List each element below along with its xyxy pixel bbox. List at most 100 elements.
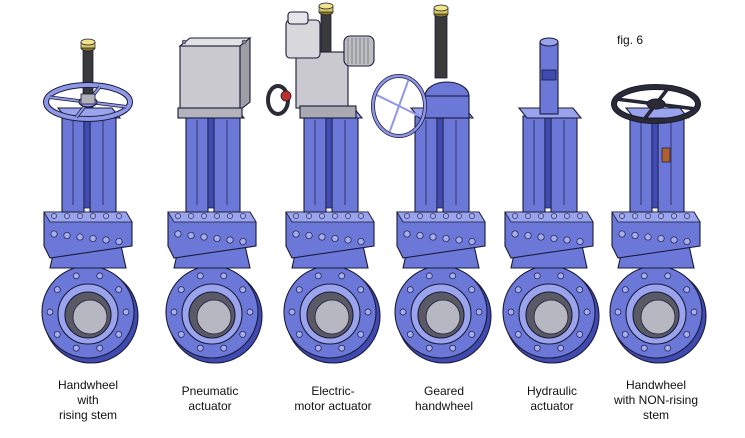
flange-bolt: [507, 308, 515, 316]
position-indicator: [661, 147, 671, 163]
bonnet-bolt: [226, 236, 234, 244]
yoke-gap: [544, 117, 552, 209]
flange-bolt: [196, 344, 204, 352]
bonnet-bolt-top: [51, 213, 57, 219]
bonnet-bolt: [115, 237, 123, 246]
caption-handwheel-rising: Handwheel with rising stem: [57, 378, 119, 422]
yoke-gap: [651, 117, 659, 209]
bonnet-bolt: [644, 233, 652, 241]
yoke-gap: [207, 117, 215, 209]
bonnet-bolt: [455, 236, 463, 244]
handwheel-rim-fill: [44, 83, 132, 121]
stem-nut: [80, 93, 96, 105]
valve-hydraulic: [502, 37, 600, 364]
cylinder-side: [239, 36, 251, 112]
hydraulic-cylinder-top: [539, 37, 559, 47]
bonnet-bolt-top: [525, 213, 531, 219]
stem-cap-top: [80, 38, 96, 46]
flange-bolt: [576, 330, 584, 338]
flange-bolt: [557, 272, 565, 280]
bonnet-bolt-top: [645, 213, 651, 219]
flange-bolt: [239, 330, 247, 338]
bonnet-bolt: [631, 231, 639, 240]
flange-bolt: [576, 286, 584, 294]
bonnet-bolt: [187, 231, 195, 240]
flange-bolt: [177, 286, 185, 294]
flange-bolt: [220, 272, 228, 280]
valve-electric: [266, 2, 381, 364]
bonnet-bolt: [63, 231, 71, 240]
flange-bolt: [583, 308, 591, 316]
flange-bolt: [96, 344, 104, 352]
flange-bolt: [196, 272, 204, 280]
geared-wheel-spoke: [388, 105, 400, 133]
flange-bolt: [449, 272, 457, 280]
bore-gate: [314, 299, 350, 335]
bonnet-bolt-top: [306, 213, 312, 219]
bonnet-bolt: [239, 237, 247, 246]
flange-bolt: [449, 344, 457, 352]
bonnet-bolt: [357, 237, 365, 246]
bonnet-bolt: [305, 231, 313, 240]
bonnet-bolt-top: [469, 213, 475, 219]
bonnet-bolt: [657, 234, 665, 243]
bonnet-bolt-top: [103, 213, 109, 219]
bore-gate: [196, 299, 232, 335]
pneumatic-cylinder: [179, 45, 241, 111]
bonnet-bolt-top: [684, 213, 690, 219]
handwheel-rim-fill: [612, 85, 700, 123]
flange-bolt: [115, 330, 123, 338]
control-box: [285, 19, 321, 59]
flange-bolt: [425, 272, 433, 280]
motor-base: [299, 105, 357, 119]
flange-bolt: [239, 286, 247, 294]
flange-bolt: [115, 286, 123, 294]
bonnet-bolt: [618, 230, 626, 238]
yoke-gap: [83, 117, 91, 209]
flange-bolt: [664, 272, 672, 280]
tie-rod: [241, 39, 247, 45]
bonnet-bolt: [683, 237, 691, 246]
bonnet-bolt-top: [632, 213, 638, 219]
bonnet-bolt: [537, 233, 545, 241]
valve-geared: [371, 4, 492, 364]
flange-bolt: [177, 330, 185, 338]
flange-bolt: [96, 272, 104, 280]
bonnet-bolt-top: [319, 213, 325, 219]
flange-bolt: [357, 330, 365, 338]
bonnet-bolt-top: [293, 213, 299, 219]
flange-bolt: [122, 308, 130, 316]
flange-bolt: [170, 308, 178, 316]
valve-pneumatic: [165, 36, 263, 364]
bonnet-bolt-top: [175, 213, 181, 219]
geared-wheel-rim-fill: [371, 74, 427, 138]
flange-bolt: [338, 344, 346, 352]
cylinder-top: [178, 37, 252, 47]
flange-bolt: [533, 272, 541, 280]
bonnet-bolt-top: [512, 213, 518, 219]
flange-bolt: [425, 344, 433, 352]
bonnet-bolt: [102, 236, 110, 244]
flange-bolt: [53, 330, 61, 338]
bonnet-bolt-top: [619, 213, 625, 219]
bonnet-bolt-top: [564, 213, 570, 219]
bonnet-bolt: [524, 231, 532, 240]
geared-wheel-spoke: [376, 94, 400, 107]
bonnet-bolt-top: [77, 213, 83, 219]
bonnet-bolt-top: [577, 213, 583, 219]
bonnet-bolt: [174, 230, 182, 238]
bonnet-bolt: [511, 230, 519, 238]
bonnet-bolt-top: [456, 213, 462, 219]
bonnet-bolt: [213, 234, 221, 243]
bonnet-bolt: [576, 237, 584, 246]
control-knob-box: [287, 11, 309, 25]
caption-pneumatic: Pneumatic actuator: [181, 384, 239, 413]
bonnet-bolt-top: [188, 213, 194, 219]
bonnet-bolt: [50, 230, 58, 238]
flange-bolt: [53, 286, 61, 294]
stem: [434, 11, 448, 79]
flange-bolt: [557, 344, 565, 352]
bonnet-bolt-top: [658, 213, 664, 219]
bonnet-bolt-top: [345, 213, 351, 219]
